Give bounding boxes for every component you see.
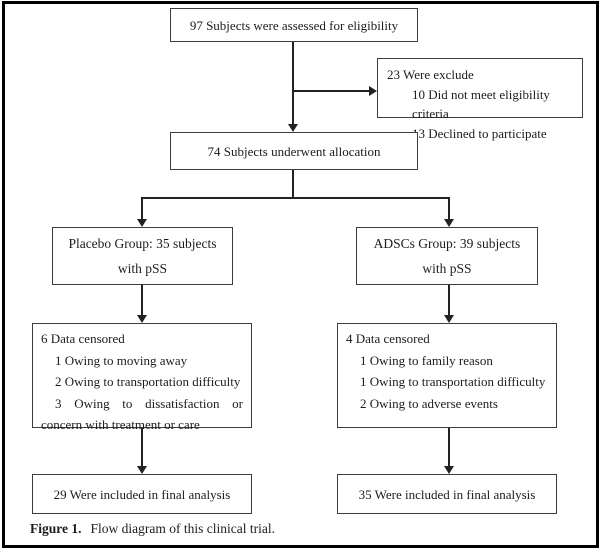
placebo-group-line2: with pSS: [117, 261, 168, 276]
adscs-censored-reason-1: 1 Owing to family reason: [360, 352, 493, 368]
figure-caption-label: Figure 1.: [30, 521, 82, 536]
arrowhead-adscs-final: [444, 466, 454, 474]
arrowhead-placebo-censored: [137, 315, 147, 323]
adscs-censored-reason-3: 2 Owing to adverse events: [360, 395, 498, 411]
connector-adscs-to-censored: [448, 285, 450, 317]
excluded-reason-1: 10 Did not meet eligibility criteria: [412, 86, 550, 122]
connector-branch-to-adscs: [448, 197, 450, 221]
connector-allocation-stub: [292, 170, 294, 199]
excluded-title: 23 Were exclude: [387, 67, 474, 82]
placebo-final-text: 29 Were included in final analysis: [53, 486, 231, 502]
connector-adscs-to-final: [448, 428, 450, 468]
figure-caption: Figure 1. Flow diagram of this clinical t…: [30, 521, 510, 537]
placebo-censored-reason-1: 1 Owing to moving away: [55, 352, 188, 368]
adscs-censored-box: 4 Data censored 1 Owing to family reason…: [337, 323, 557, 428]
eligibility-text: 97 Subjects were assessed for eligibilit…: [189, 17, 399, 33]
placebo-censored-box: 6 Data censored 1 Owing to moving away 2…: [32, 323, 252, 432]
arrowhead-allocation: [288, 124, 298, 132]
connector-to-excluded: [293, 90, 369, 92]
placebo-final-box: 29 Were included in final analysis: [32, 474, 252, 514]
adscs-group-line2: with pSS: [422, 261, 472, 276]
allocation-box: 74 Subjects underwent allocation: [170, 132, 418, 170]
excluded-box: 23 Were exclude 10 Did not meet eligibil…: [377, 58, 583, 141]
connector-branch-to-placebo: [141, 197, 143, 221]
placebo-censored-title: 6 Data censored: [41, 331, 125, 346]
adscs-final-text: 35 Were included in final analysis: [358, 486, 536, 502]
excluded-reason-2: 13 Declined to participate: [412, 125, 547, 141]
arrowhead-placebo-group: [137, 219, 147, 227]
eligibility-box: 97 Subjects were assessed for eligibilit…: [170, 8, 418, 42]
placebo-group-line1: Placebo Group: 35 subjects: [68, 236, 217, 251]
connector-branch-bar: [141, 197, 450, 199]
adscs-final-box: 35 Were included in final analysis: [337, 474, 557, 514]
placebo-censored-reason-2: 2 Owing to transportation difficulty: [55, 374, 241, 389]
connector-eligibility-to-allocation: [292, 42, 294, 126]
adscs-group-line1: ADSCs Group: 39 subjects: [373, 236, 521, 251]
placebo-censored-reason-3: 3 Owing to dissatisfaction or concern wi…: [41, 395, 243, 433]
arrowhead-excluded: [369, 86, 377, 96]
adscs-group-box: ADSCs Group: 39 subjects with pSS: [356, 227, 538, 285]
allocation-text: 74 Subjects underwent allocation: [207, 143, 381, 159]
adscs-censored-title: 4 Data censored: [346, 331, 430, 346]
figure-caption-text: Flow diagram of this clinical trial.: [90, 521, 275, 536]
arrowhead-adscs-censored: [444, 315, 454, 323]
connector-placebo-to-final: [141, 428, 143, 468]
adscs-censored-reason-2: 1 Owing to transportation difficulty: [360, 374, 546, 389]
connector-placebo-to-censored: [141, 285, 143, 317]
arrowhead-adscs-group: [444, 219, 454, 227]
arrowhead-placebo-final: [137, 466, 147, 474]
placebo-group-box: Placebo Group: 35 subjects with pSS: [52, 227, 233, 285]
